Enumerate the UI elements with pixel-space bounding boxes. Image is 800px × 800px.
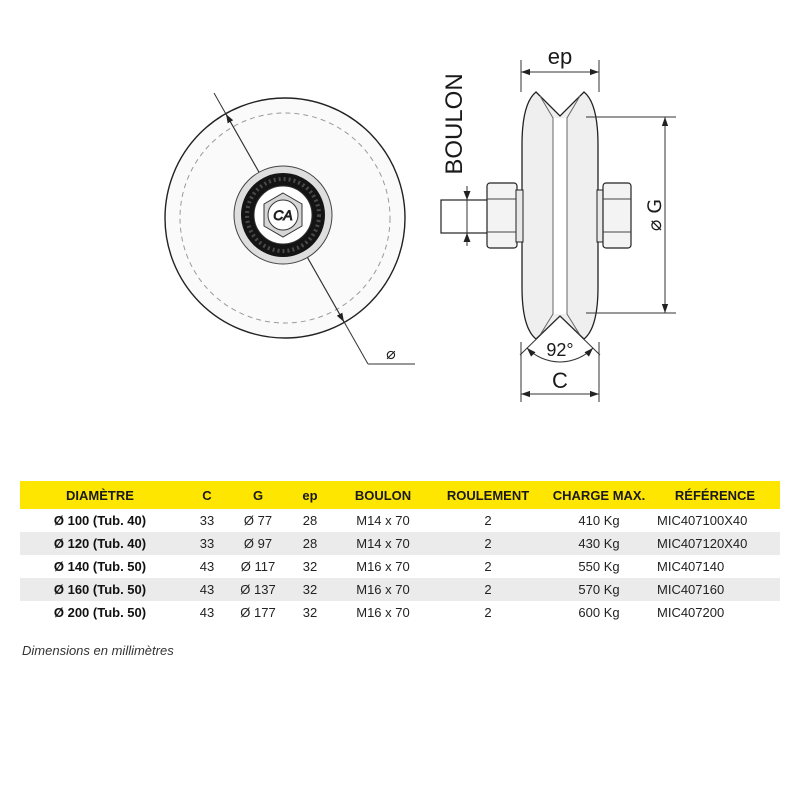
cell-ep: 32 [302,582,318,597]
cell-ep: 28 [302,536,318,551]
cell-boulon: M16 x 70 [356,605,410,620]
front-view: ⌀ CA [164,92,415,365]
cell-ep: 28 [302,513,318,528]
angle-line-left [519,315,561,356]
cell-ep: 32 [302,559,318,574]
header-roulement: ROULEMENT [446,487,530,503]
table-row: Ø 160 (Tub. 50) 43 Ø 137 32 M16 x 70 2 5… [20,578,780,601]
cell-roulement: 2 [484,559,492,574]
cell-c: 43 [199,559,215,574]
header-diametre: DIAMÈTRE [66,487,134,503]
cell-diametre: Ø 120 (Tub. 40) [53,536,147,551]
cell-charge-max: 410 Kg [578,513,620,528]
hub-bore [267,199,299,231]
cell-diametre: Ø 160 (Tub. 50) [53,582,147,597]
spec-table: DIAMÈTRE C G ep BOULON ROULEMENT CHARGE … [20,481,780,624]
cell-g: Ø 137 [240,582,276,597]
table-row: Ø 120 (Tub. 40) 33 Ø 97 28 M14 x 70 2 43… [20,532,780,555]
cell-g: Ø 77 [243,513,273,528]
c-label: C [552,368,568,393]
cell-roulement: 2 [484,605,492,620]
cell-roulement: 2 [484,536,492,551]
diameter-symbol: ⌀ [386,344,396,363]
cell-g: Ø 177 [240,605,276,620]
header-ep: ep [302,487,318,503]
g-label: ⌀ G [644,199,666,231]
bolt-arrow-top [463,191,471,200]
cell-diametre: Ø 200 (Tub. 50) [53,605,147,620]
table-header-row: DIAMÈTRE C G ep BOULON ROULEMENT CHARGE … [20,481,780,509]
cell-boulon: M14 x 70 [356,513,410,528]
angle-label: 92° [546,340,573,360]
cell-reference: MIC407160 [657,582,725,597]
cell-boulon: M14 x 70 [356,536,410,551]
bearing-balls [245,177,321,253]
angle-line-right [559,315,601,356]
cell-charge-max: 600 Kg [578,605,620,620]
groove-band [553,118,567,314]
hub-logo: CA [273,207,292,223]
cell-reference: MIC407100X40 [657,513,748,528]
cell-c: 33 [199,513,215,528]
bolt-threaded-end [440,199,489,234]
right-nut [602,182,632,249]
cell-boulon: M16 x 70 [356,559,410,574]
cell-charge-max: 550 Kg [578,559,620,574]
bolt-arrow-bottom [463,233,471,242]
ep-label: ep [548,44,572,69]
header-charge-max: CHARGE MAX. [552,487,646,503]
cell-ep: 32 [302,605,318,620]
cell-boulon: M16 x 70 [356,582,410,597]
groove-right-face [566,95,581,336]
cell-c: 43 [199,605,215,620]
side-view: ep BOULON ⌀ G 92° C [440,44,676,402]
cell-reference: MIC407120X40 [657,536,748,551]
left-nut [486,182,518,249]
angle-arc [526,347,594,363]
cell-c: 43 [199,582,215,597]
groove-left-face [539,95,554,336]
cell-charge-max: 430 Kg [578,536,620,551]
cell-diametre: Ø 140 (Tub. 50) [53,559,147,574]
cell-diametre: Ø 100 (Tub. 40) [53,513,147,528]
cell-c: 33 [199,536,215,551]
header-boulon: BOULON [354,487,412,503]
table-row: Ø 100 (Tub. 40) 33 Ø 77 28 M14 x 70 2 41… [20,509,780,532]
groove-dashed-circle [179,112,391,324]
table-row: Ø 200 (Tub. 50) 43 Ø 177 32 M16 x 70 2 6… [20,601,780,624]
cell-roulement: 2 [484,513,492,528]
bolt-label: BOULON [441,73,468,174]
cell-g: Ø 97 [243,536,273,551]
header-g: G [252,487,264,503]
table-row: Ø 140 (Tub. 50) 43 Ø 117 32 M16 x 70 2 5… [20,555,780,578]
cell-reference: MIC407140 [657,559,725,574]
cell-reference: MIC407200 [657,605,725,620]
dimensions-footnote: Dimensions en millimètres [22,643,174,658]
technical-drawing: ⌀ CA ep BOULON [164,44,676,402]
cell-charge-max: 570 Kg [578,582,620,597]
cell-roulement: 2 [484,582,492,597]
left-washer [515,189,524,243]
header-c: C [202,487,212,503]
header-reference: RÉFÉRENCE [674,487,756,503]
cell-g: Ø 117 [240,559,276,574]
